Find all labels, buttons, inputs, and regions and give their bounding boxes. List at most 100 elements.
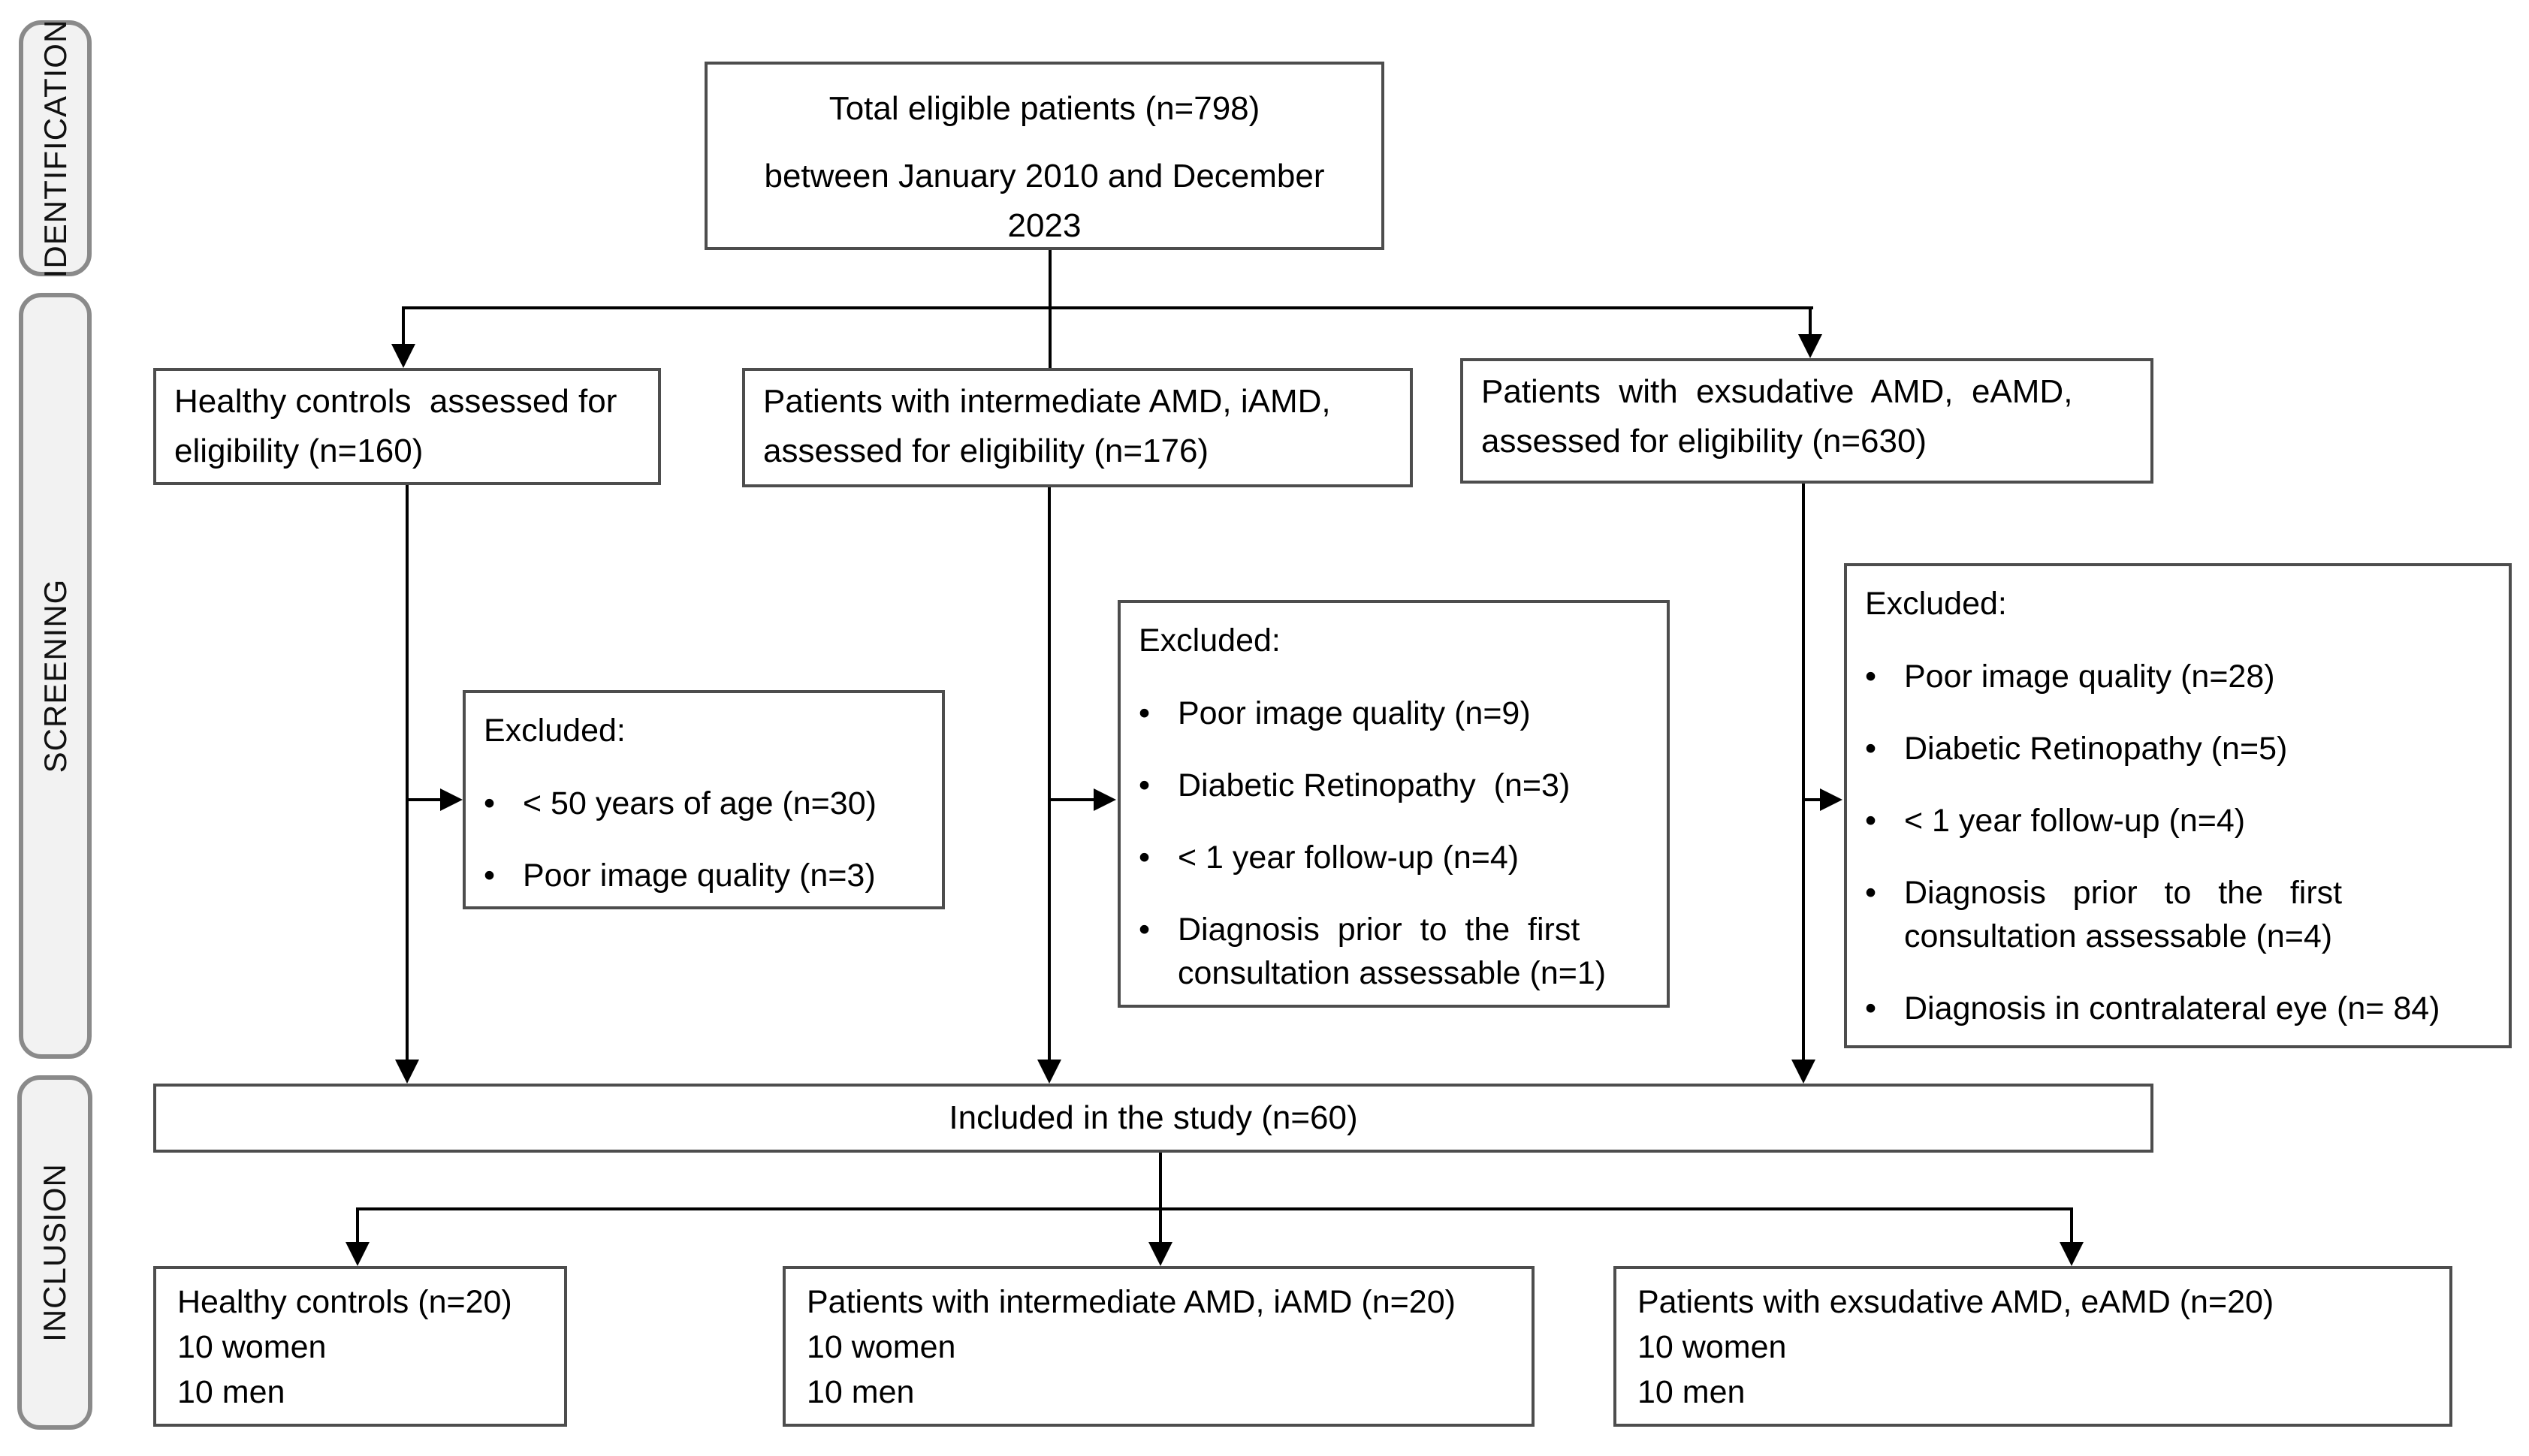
connector-final2-drop <box>1159 1207 1162 1242</box>
total-eligible-line2: between January 2010 and December <box>764 158 1325 194</box>
connector-top-stem <box>1049 250 1052 309</box>
excluded-item: • < 1 year follow-up (n=4) <box>1139 836 1649 879</box>
stage-label-identification: IDENTIFICATION <box>19 19 92 278</box>
final-box-men: 10 men <box>807 1374 915 1410</box>
excluded-item: • < 50 years of age (n=30) <box>484 782 924 825</box>
excluded-item-text: < 50 years of age (n=30) <box>523 785 877 821</box>
stage-label-screening: SCREENING <box>19 293 92 1059</box>
connector-final3-drop <box>2070 1207 2073 1242</box>
final-box-men: 10 men <box>177 1374 285 1410</box>
connector-top-branch <box>403 306 1813 309</box>
final-box-title: Healthy controls (n=20) <box>177 1284 512 1320</box>
bullet-icon: • <box>1139 840 1151 876</box>
arrowhead-col2-excluded <box>1094 788 1116 811</box>
stage-label-inclusion: INCLUSION <box>17 1075 92 1430</box>
iamd-eligibility-line2: assessed for eligibility (n=176) <box>763 433 1209 469</box>
excluded-title: Excluded: <box>1139 622 1281 659</box>
bullet-icon: • <box>1139 767 1151 803</box>
excluded-item-text: Diagnosis in contralateral eye (n= 84) <box>1904 990 2440 1026</box>
bullet-icon: • <box>1865 875 1877 911</box>
excluded-box-iamd: Excluded: • Poor image quality (n=9) • D… <box>1118 600 1670 1008</box>
connector-arm2-drop <box>1049 306 1052 368</box>
connector-col3 <box>1802 484 1805 1060</box>
stage-label-screening-text: SCREENING <box>37 578 73 773</box>
healthy-controls-eligibility-line2: eligibility (n=160) <box>174 433 424 469</box>
excluded-title: Excluded: <box>1865 586 2007 622</box>
connector-included-stem <box>1159 1153 1162 1210</box>
excluded-item: • Poor image quality (n=3) <box>484 854 924 897</box>
connector-col3-excluded <box>1805 798 1821 801</box>
healthy-controls-eligibility-box: Healthy controls assessed for eligibilit… <box>153 368 661 485</box>
excluded-item-text: < 1 year follow-up (n=4) <box>1904 803 2246 839</box>
excluded-item-text: Poor image quality (n=9) <box>1178 695 1531 731</box>
iamd-eligibility-box: Patients with intermediate AMD, iAMD, as… <box>742 368 1413 487</box>
arrowhead-col1-included <box>395 1060 419 1084</box>
excluded-item-line2: consultation assessable (n=1) <box>1178 955 1607 991</box>
excluded-item: • Diagnosis in contralateral eye (n= 84) <box>1865 987 2491 1030</box>
final-box-title: Patients with exsudative AMD, eAMD (n=20… <box>1637 1284 2274 1320</box>
excluded-item-text: Diagnosis prior to the first consultatio… <box>1178 908 1606 995</box>
arrowhead-arm1 <box>391 344 415 368</box>
arrowhead-final3 <box>2060 1242 2084 1266</box>
final-box-men: 10 men <box>1637 1374 1746 1410</box>
excluded-box-healthy: Excluded: • < 50 years of age (n=30) • P… <box>463 690 945 909</box>
final-box-iamd: Patients with intermediate AMD, iAMD (n=… <box>783 1266 1535 1427</box>
final-box-women: 10 women <box>807 1329 956 1365</box>
excluded-item-line1: Diagnosis prior to the first <box>1178 912 1580 948</box>
connector-final1-drop <box>356 1207 359 1242</box>
final-box-women: 10 women <box>177 1329 327 1365</box>
total-eligible-box: Total eligible patients (n=798) between … <box>705 62 1384 250</box>
total-eligible-line1: Total eligible patients (n=798) <box>828 90 1260 127</box>
excluded-item-text: Diabetic Retinopathy (n=3) <box>1178 767 1571 803</box>
connector-col2-excluded <box>1051 798 1095 801</box>
stage-label-identification-text: IDENTIFICATION <box>37 19 73 278</box>
arrowhead-col3-included <box>1791 1060 1815 1084</box>
excluded-title: Excluded: <box>484 713 626 749</box>
bullet-icon: • <box>1865 731 1877 767</box>
bullet-icon: • <box>1139 695 1151 731</box>
arrowhead-col2-included <box>1037 1060 1061 1084</box>
excluded-item: • Diagnosis prior to the first consultat… <box>1139 908 1649 995</box>
excluded-item: • Poor image quality (n=9) <box>1139 692 1649 735</box>
connector-arm1-drop <box>402 306 405 344</box>
excluded-item-text: Poor image quality (n=28) <box>1904 659 2275 695</box>
eamd-eligibility-line2: assessed for eligibility (n=630) <box>1481 423 1927 460</box>
arrowhead-col1-excluded <box>440 788 463 811</box>
final-box-eamd: Patients with exsudative AMD, eAMD (n=20… <box>1613 1266 2452 1427</box>
final-box-healthy: Healthy controls (n=20) 10 women 10 men <box>153 1266 567 1427</box>
iamd-eligibility-line1: Patients with intermediate AMD, iAMD, <box>763 383 1331 420</box>
excluded-item: • < 1 year follow-up (n=4) <box>1865 799 2491 843</box>
bullet-icon: • <box>1865 803 1877 839</box>
excluded-item-line1: Diagnosis prior to the first <box>1904 875 2343 911</box>
bullet-icon: • <box>1865 990 1877 1026</box>
arrowhead-col3-excluded <box>1820 788 1842 811</box>
included-box-text: Included in the study (n=60) <box>949 1099 1358 1136</box>
connector-col2 <box>1048 487 1051 1060</box>
final-box-title: Patients with intermediate AMD, iAMD (n=… <box>807 1284 1456 1320</box>
connector-arm3-drop <box>1809 306 1812 334</box>
excluded-item-line2: consultation assessable (n=4) <box>1904 918 2333 954</box>
final-box-women: 10 women <box>1637 1329 1787 1365</box>
bullet-icon: • <box>1865 659 1877 695</box>
connector-col1 <box>406 485 409 1060</box>
bullet-icon: • <box>484 858 496 894</box>
excluded-item: • Diabetic Retinopathy (n=3) <box>1139 764 1649 807</box>
excluded-item-text: Poor image quality (n=3) <box>523 858 876 894</box>
eamd-eligibility-line1: Patients with exsudative AMD, eAMD, <box>1481 373 2073 410</box>
total-eligible-line3: 2023 <box>1007 207 1082 244</box>
excluded-item-text: Diagnosis prior to the first consultatio… <box>1904 871 2342 958</box>
connector-col1-excluded <box>409 798 442 801</box>
bullet-icon: • <box>1139 912 1151 948</box>
arrowhead-final1 <box>346 1242 370 1266</box>
arrowhead-final2 <box>1148 1242 1172 1266</box>
healthy-controls-eligibility-line1: Healthy controls assessed for <box>174 383 617 420</box>
stage-label-inclusion-text: INCLUSION <box>37 1163 72 1342</box>
arrowhead-arm3 <box>1798 334 1822 358</box>
excluded-box-eamd: Excluded: • Poor image quality (n=28) • … <box>1844 563 2512 1048</box>
excluded-item: • Diagnosis prior to the first consultat… <box>1865 871 2491 958</box>
excluded-item-text: < 1 year follow-up (n=4) <box>1178 840 1520 876</box>
bullet-icon: • <box>484 785 496 821</box>
excluded-item-text: Diabetic Retinopathy (n=5) <box>1904 731 2288 767</box>
eamd-eligibility-box: Patients with exsudative AMD, eAMD, asse… <box>1460 358 2153 484</box>
